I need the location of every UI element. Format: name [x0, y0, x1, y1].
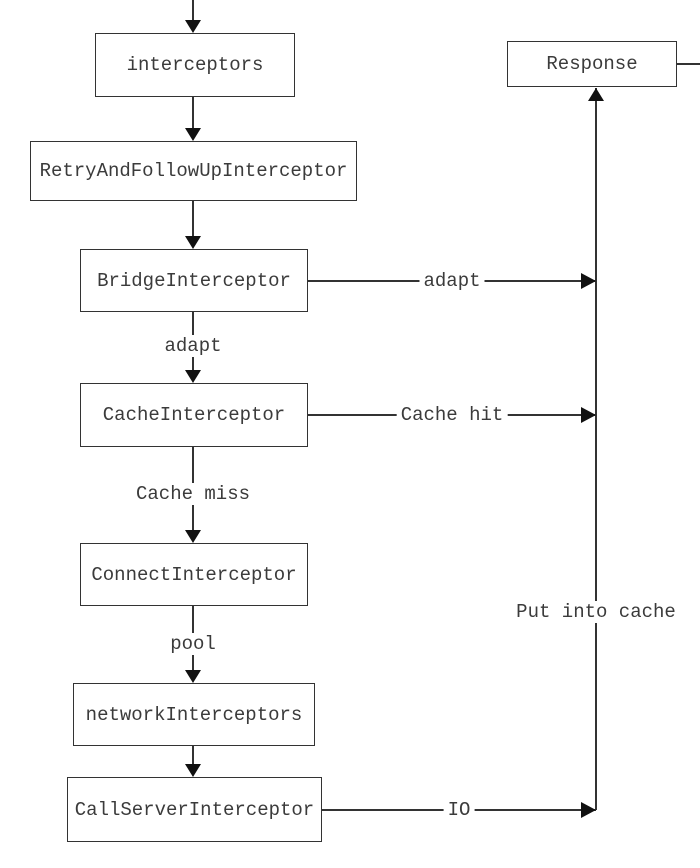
- edge-network-to-callserver: [192, 746, 194, 767]
- arrow-down-icon: [185, 670, 201, 683]
- node-network-label: networkInterceptors: [85, 703, 303, 726]
- edge-label-put-into-cache: Put into cache: [512, 601, 680, 623]
- node-connect-label: ConnectInterceptor: [91, 563, 297, 586]
- node-response: Response: [507, 41, 677, 87]
- arrow-right-icon: [581, 802, 596, 818]
- node-response-label: Response: [546, 53, 638, 75]
- node-call-server-interceptor: CallServerInterceptor: [67, 777, 322, 842]
- arrow-right-icon: [581, 407, 596, 423]
- arrow-down-icon: [185, 764, 201, 777]
- node-cache-label: CacheInterceptor: [102, 404, 286, 426]
- arrow-down-icon: [185, 128, 201, 141]
- node-interceptors: interceptors: [95, 33, 295, 97]
- node-bridge-label: BridgeInterceptor: [97, 269, 291, 292]
- arrow-up-icon: [588, 88, 604, 101]
- node-retry-label: RetryAndFollowUpInterceptor: [39, 160, 348, 182]
- arrow-right-icon: [581, 273, 596, 289]
- node-bridge-interceptor: BridgeInterceptor: [80, 249, 308, 312]
- edge-response-to-right: [677, 63, 700, 65]
- node-connect-interceptor: ConnectInterceptor: [80, 543, 308, 606]
- arrow-down-icon: [185, 370, 201, 383]
- edge-label-io: IO: [443, 799, 475, 821]
- edge-retry-to-bridge: [192, 201, 194, 239]
- edge-return-to-response: [595, 88, 597, 810]
- arrow-down-icon: [185, 20, 201, 33]
- arrow-down-icon: [185, 236, 201, 249]
- arrow-down-icon: [185, 530, 201, 543]
- edge-label-cache-miss: Cache miss: [131, 483, 255, 505]
- edge-interceptors-to-retry: [192, 97, 194, 131]
- node-cache-interceptor: CacheInterceptor: [80, 383, 308, 447]
- edge-label-adapt-down: adapt: [160, 335, 226, 357]
- node-network-interceptors: networkInterceptors: [73, 683, 315, 746]
- edge-label-cache-hit: Cache hit: [396, 404, 508, 426]
- node-retry-and-follow-up-interceptor: RetryAndFollowUpInterceptor: [30, 141, 357, 201]
- edge-label-pool: pool: [166, 633, 220, 655]
- edge-top-to-interceptors: [192, 0, 194, 26]
- node-callserver-label: CallServerInterceptor: [74, 798, 315, 821]
- node-interceptors-label: interceptors: [126, 54, 264, 76]
- edge-label-adapt-right: adapt: [419, 270, 485, 292]
